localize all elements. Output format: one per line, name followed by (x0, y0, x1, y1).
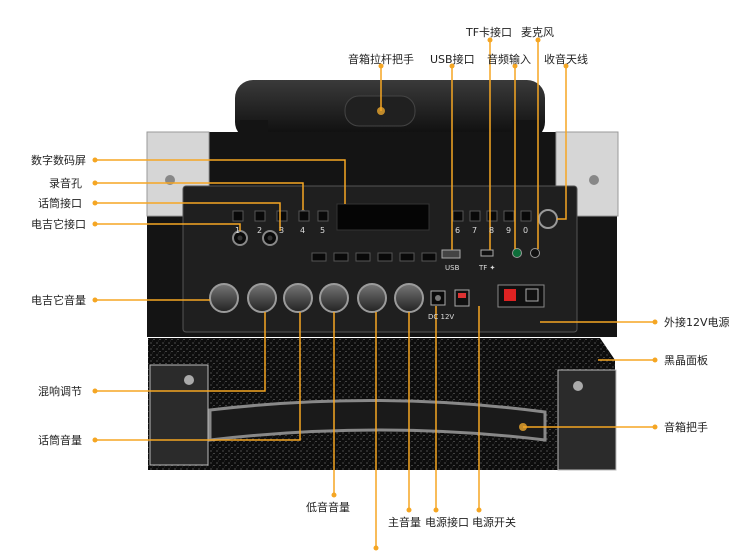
key-4-label: 4 (300, 226, 306, 235)
label-speaker-handle: 音箱把手 (664, 421, 708, 434)
label-bass-volume: 低音音量 (306, 501, 350, 514)
label-mic-volume: 话筒音量 (38, 434, 82, 447)
label-tf-port: TF卡接口 (466, 26, 513, 39)
key-7-label: 7 (472, 226, 478, 235)
function-keys (311, 252, 437, 262)
label-reverb: 混响调节 (38, 385, 82, 398)
tf-small-label: TF ✦ (479, 264, 496, 272)
label-ext-12v: 外接12V电源 (664, 316, 730, 329)
label-record-hole: 录音孔 (49, 177, 82, 190)
label-microphone: 麦克风 (521, 26, 554, 39)
label-mic-jack: 话筒接口 (38, 197, 82, 210)
digital-display (336, 203, 430, 231)
keys-right (452, 210, 532, 222)
audio-in-jack (512, 248, 522, 258)
label-antenna: 收音天线 (544, 53, 588, 66)
mic-port (530, 248, 540, 258)
label-main-volume: 主音量 (388, 516, 421, 529)
antenna-jack (538, 209, 558, 229)
knob-row (209, 283, 424, 313)
carry-handle (208, 398, 547, 442)
key-3-label: 3 (279, 226, 285, 235)
label-black-panel: 黑晶面板 (664, 354, 708, 367)
key-6-label: 6 (455, 226, 461, 235)
label-usb-port: USB接口 (430, 53, 475, 66)
key-5-label: 5 (320, 226, 326, 235)
label-power-port: 电源接口 (425, 516, 469, 529)
key-8-label: 8 (489, 226, 495, 235)
usb-small-label: USB (445, 264, 460, 272)
label-guitar-volume: 电吉它音量 (31, 294, 86, 307)
label-power-switch: 电源开关 (472, 516, 516, 529)
key-9-label: 9 (506, 226, 512, 235)
keys-left (232, 210, 329, 222)
dc-small-label: DC 12V (428, 313, 455, 321)
leader-lines (95, 40, 655, 548)
key-2-label: 2 (257, 226, 263, 235)
key-0-label: 0 (523, 226, 529, 235)
label-handle-bar: 音箱拉杆把手 (348, 53, 414, 66)
label-guitar-jack: 电吉它接口 (31, 218, 86, 231)
tf-slot (480, 249, 494, 257)
usb-port (441, 249, 461, 259)
leader-dots (92, 37, 658, 551)
key-1-label: 1 (235, 226, 241, 235)
label-audio-in: 音频输入 (487, 53, 531, 66)
label-digital-display: 数字数码屏 (31, 154, 86, 167)
